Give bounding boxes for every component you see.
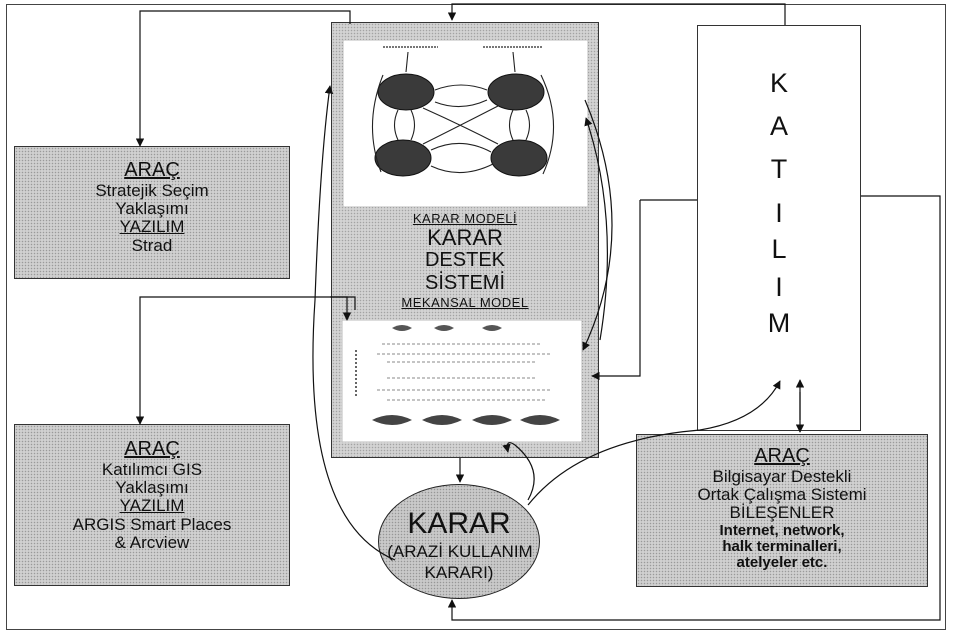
arrow-spatial-to-cycle	[586, 118, 607, 340]
arrow-decision-loop	[507, 443, 534, 500]
arrow-decision-to-model	[313, 86, 395, 560]
arrow-cycle-to-spatial	[583, 100, 612, 350]
arrow-katilim-to-center-top	[452, 4, 785, 25]
arrow-center-to-strad	[140, 11, 350, 146]
arrow-decision-to-katilim	[528, 381, 780, 505]
arrow-center-to-gis	[140, 297, 355, 424]
arrow-into-spatial-model	[330, 297, 347, 320]
arrow-katilim-to-decision-bottom	[452, 196, 940, 620]
